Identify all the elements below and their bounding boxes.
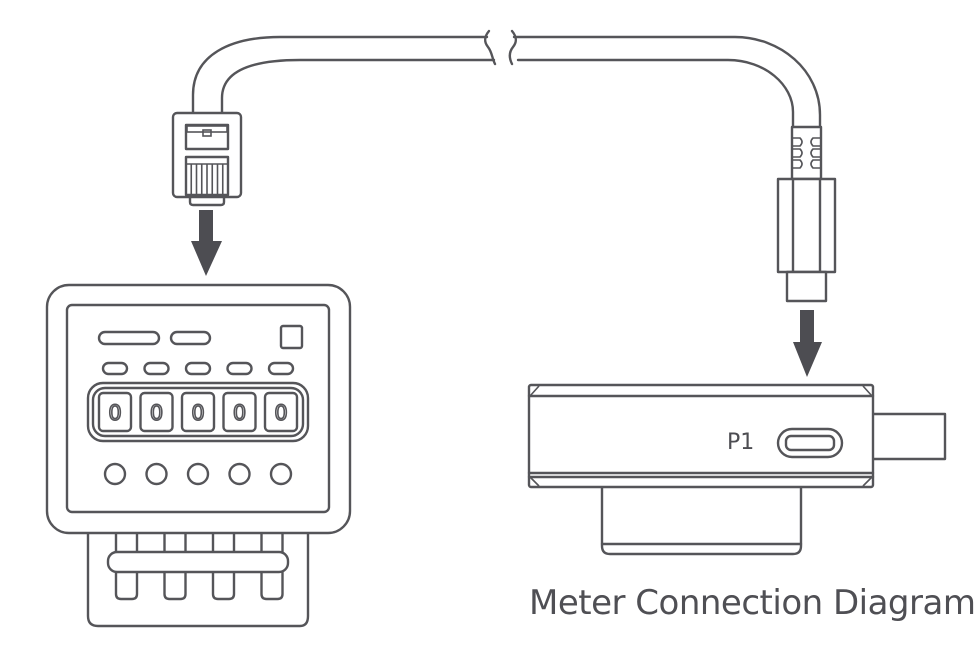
- cable-inner-left: [220, 58, 496, 115]
- usb-c-ridge: [810, 159, 820, 169]
- meter-digit: 0: [191, 401, 204, 425]
- meter-indicator-pill: [184, 361, 212, 376]
- usb-c-port-inner: [784, 434, 836, 452]
- usb-c-strain-relief: [790, 125, 823, 181]
- port-label: P1: [727, 430, 754, 455]
- arrow-down-to-meter: [191, 210, 222, 276]
- meter-indicator-pill: [101, 361, 129, 376]
- usb-c-body: [776, 177, 837, 274]
- device-foot: [600, 487, 803, 556]
- diagram-caption: Meter Connection Diagram: [529, 583, 976, 623]
- meter-indicator-pill: [143, 361, 170, 376]
- usb-c-ridge: [793, 148, 803, 158]
- cable-inner-right: [516, 58, 795, 129]
- usb-c-ridge: [810, 137, 820, 147]
- rj45-latch: [184, 123, 230, 151]
- usb-c-ridge: [810, 148, 820, 158]
- meter-indicator-pill: [267, 361, 295, 376]
- usb-c-ridge: [793, 137, 803, 147]
- meter-button: [228, 462, 251, 486]
- usb-c-plug: [776, 125, 837, 303]
- arrow-down-to-device: [793, 310, 822, 377]
- cable-outer-right: [512, 35, 822, 129]
- meter-display-outer: [86, 381, 310, 443]
- usb-c-port: [776, 427, 844, 459]
- meter-display-inner: [91, 386, 305, 438]
- meter-indicator-pill: [226, 361, 253, 376]
- meter-button: [103, 462, 127, 486]
- meter-digit: 0: [274, 401, 287, 425]
- meter-body: [45, 283, 352, 535]
- meter-button: [145, 462, 168, 486]
- meter-face: [65, 303, 331, 514]
- rj45-plug: [171, 111, 243, 207]
- device-side-tab: [870, 412, 947, 461]
- usb-c-tip: [785, 270, 828, 303]
- meter-label-short: [169, 330, 212, 346]
- meter-digit-cell: [222, 391, 257, 433]
- cable-outer-left: [191, 35, 489, 115]
- meter: 0 0 0 0 0: [45, 283, 352, 628]
- meter-digit-cell: [139, 391, 174, 433]
- meter-label-long: [97, 330, 161, 346]
- terminal-bar: [106, 550, 290, 574]
- device: P1: [527, 383, 947, 556]
- usb-c-ridge: [793, 159, 803, 169]
- meter-square-indicator: [279, 324, 304, 350]
- cable: [191, 29, 822, 129]
- meter-digit-cell: [263, 391, 299, 433]
- meter-digit: 0: [108, 401, 121, 425]
- meter-digit: 0: [150, 401, 163, 425]
- meter-button: [186, 462, 210, 486]
- meter-terminal-block: [86, 532, 310, 628]
- meter-digit: 0: [233, 401, 246, 425]
- meter-button: [269, 462, 293, 486]
- device-body: [527, 383, 875, 489]
- meter-digit-cell: [180, 391, 216, 433]
- meter-digit-cell: [97, 391, 133, 433]
